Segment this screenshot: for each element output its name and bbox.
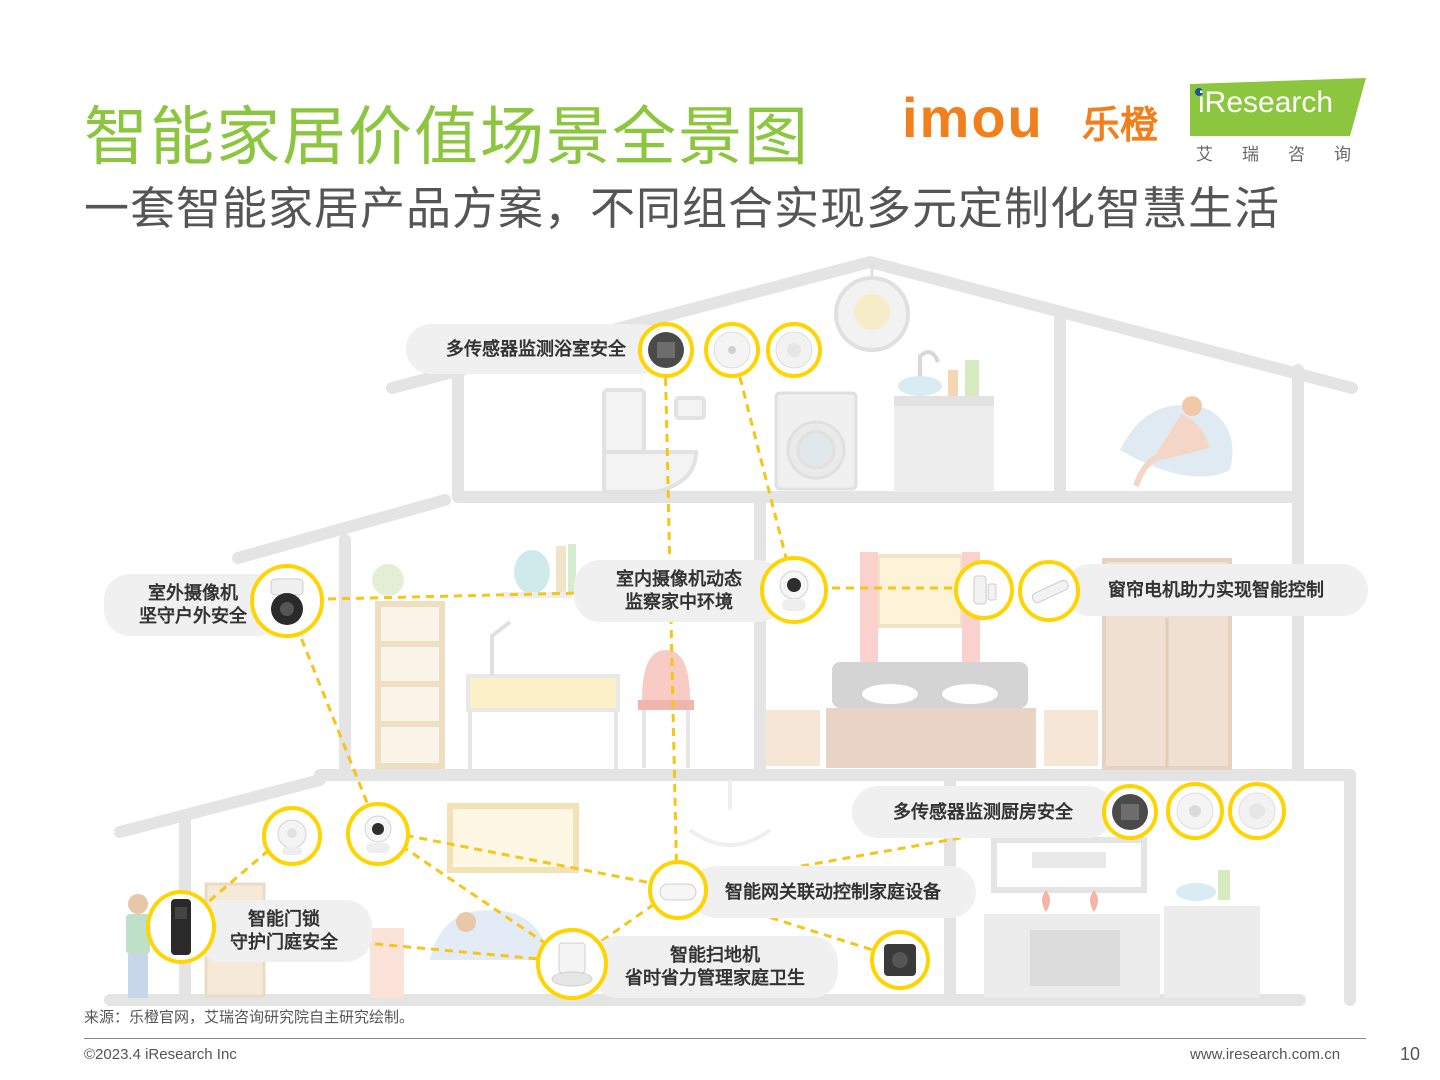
label-gateway: 智能网关联动控制家庭设备 [690,866,976,918]
smart-lock-node[interactable] [146,890,216,964]
label-robot-vacuum-line2: 省时省力管理家庭卫生 [625,968,805,989]
label-robot-vacuum-line1: 智能扫地机 [670,945,760,966]
iresearch-logo-cn: 艾瑞咨询 [1196,145,1380,165]
page-title: 智能家居价值场景全景图 [84,101,810,175]
label-robot-vacuum: 智能扫地机 省时省力管理家庭卫生 [592,936,838,998]
indoor-camera-icon [779,570,809,611]
smart-socket-node[interactable] [870,930,930,990]
indoor-camera-2-icon [277,819,307,855]
desk-lamp-icon [490,620,512,676]
footer-url[interactable]: www.iresearch.com.cn [1190,1046,1341,1063]
nightstand-icon [766,710,1098,766]
stove-icon [984,890,1160,998]
source-note: 来源：乐橙官网，艾瑞咨询研究院自主研究绘制。 [84,1008,415,1026]
bookshelf-icon [375,601,445,769]
label-curtain-motor: 窗帘电机助力实现智能控制 [1064,564,1368,616]
curtain-motor-node[interactable] [1018,560,1080,622]
footer-divider [84,1038,1366,1039]
kitchen-temp-sensor-node[interactable] [1102,784,1158,840]
kitchen-temp-sensor-icon [1112,794,1148,830]
bed-icon [826,662,1036,768]
desk-icon [466,620,620,770]
picture-frame-icon [447,803,579,873]
ceiling-lamp-icon [834,262,910,352]
label-bathroom-sensors: 多传感器监测浴室安全 [406,324,666,374]
copyright: ©2023.4 iResearch Inc [84,1046,237,1063]
range-hood-icon [991,837,1147,893]
curtain-motor-icon [1031,579,1069,604]
kitchen-smoke-sensor-icon [1238,792,1276,830]
outdoor-camera-node[interactable] [250,564,324,638]
outdoor-camera-icon [270,578,304,625]
smart-socket-icon [884,944,916,976]
page-subtitle: 一套智能家居产品方案，不同组合实现多元定制化智慧生活 [84,182,1281,235]
water-leak-sensor-node[interactable] [704,322,760,378]
iresearch-logo-shape [1190,78,1366,136]
smoke-sensor-icon [775,331,813,369]
indoor-camera-3-node[interactable] [346,802,410,866]
plant-icon [372,564,404,596]
indoor-camera-3-icon [364,815,392,853]
label-smart-lock-line1: 智能门锁 [248,909,320,930]
smoke-sensor-node[interactable] [766,322,822,378]
label-outdoor-camera-line2: 坚守户外安全 [139,606,247,627]
robot-vacuum-icon [551,942,593,987]
robot-vacuum-node[interactable] [536,928,608,1000]
label-indoor-camera: 室内摄像机动态 监察家中环境 [574,560,784,622]
label-outdoor-camera-line1: 室外摄像机 [148,583,238,604]
page-number: 10 [1400,1044,1421,1064]
iresearch-logo: iResearch [1198,86,1334,119]
vase-icon [502,544,576,598]
sink-icon [894,350,994,492]
toilet-icon [602,388,706,494]
chandelier-icon [688,780,772,847]
gateway-icon [659,883,697,901]
gateway-node[interactable] [648,860,708,920]
water-leak-sensor-icon [713,331,751,369]
washing-machine-icon [774,391,858,491]
person-icon [126,894,150,998]
person-sofa-icon [1120,396,1233,488]
label-indoor-camera-line1: 室内摄像机动态 [616,569,742,590]
lecheng-logo: 乐橙 [1082,103,1159,147]
kitchen-sink-icon [1164,870,1260,998]
kitchen-gas-sensor-node[interactable] [1166,782,1224,840]
chair-icon [638,650,694,768]
imou-logo: imou [902,86,1044,149]
door-sensor-node[interactable] [954,560,1014,620]
label-indoor-camera-line2: 监察家中环境 [625,592,733,613]
label-smart-lock: 智能门锁 守护门庭安全 [196,900,372,962]
door-sensor-icon [973,575,997,605]
kitchen-smoke-sensor-node[interactable] [1228,782,1286,840]
temp-humidity-sensor-icon [648,332,684,368]
kitchen-gas-sensor-icon [1176,792,1214,830]
label-smart-lock-line2: 守护门庭安全 [230,932,338,953]
indoor-camera-node[interactable] [760,556,828,624]
indoor-camera-2-node[interactable] [262,806,322,866]
smart-lock-icon [171,899,191,955]
label-kitchen-sensors: 多传感器监测厨房安全 [852,786,1114,838]
cabinet-icon [370,928,404,998]
sofa-icon [430,910,550,960]
temp-humidity-sensor-node[interactable] [638,322,694,378]
